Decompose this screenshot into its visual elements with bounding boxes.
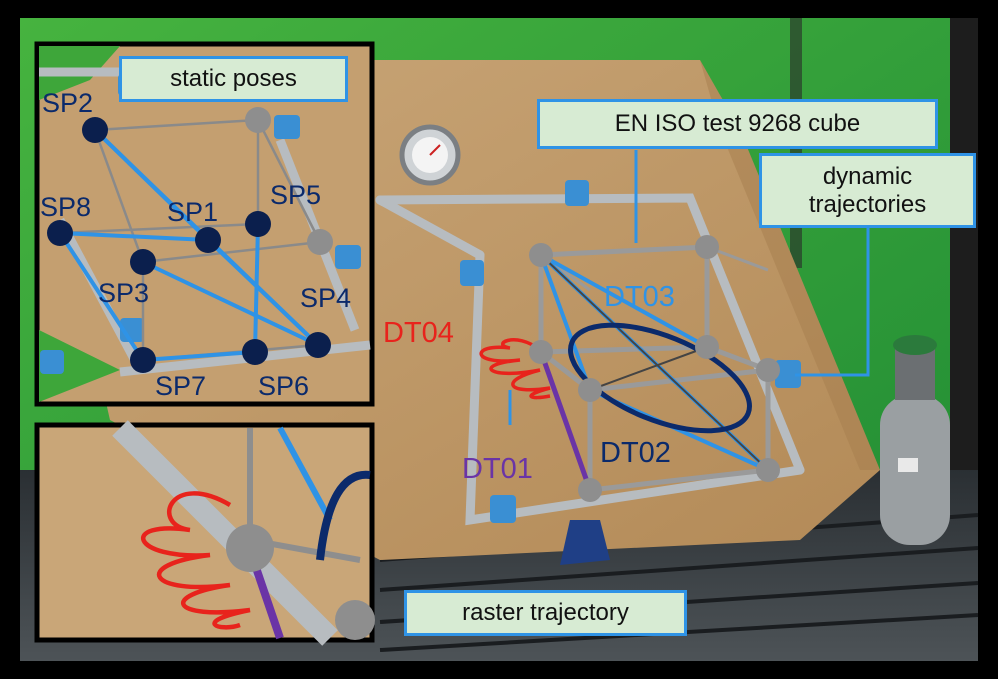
dt03-label: DT03: [604, 281, 675, 313]
sp3-label: SP3: [98, 278, 149, 308]
cube-diagonals: [540, 254, 769, 471]
mount-stand: [560, 520, 610, 565]
sp4-label: SP4: [300, 283, 351, 313]
dt04-label: DT04: [383, 317, 454, 349]
sp2-label: SP2: [42, 88, 93, 118]
static-pose-dots: [47, 117, 331, 373]
dynamic-text-line1: dynamic: [822, 162, 913, 190]
callout-leaders: [508, 150, 870, 425]
dt02-ellipse: [568, 322, 752, 434]
cube-callout: EN ISO test 9268 cube: [537, 99, 938, 149]
raster-trajectory-callout: raster trajectory: [404, 590, 687, 636]
sp8-label: SP8: [40, 192, 91, 222]
static-poses-inset: SP2 SP8 SP1 SP5 SP3 SP4 SP7 SP6: [34, 41, 375, 407]
cube-vertices: [529, 235, 780, 502]
raster-zoom-inset: [34, 420, 375, 646]
sp7-label: SP7: [155, 371, 206, 401]
sp6-label: SP6: [258, 371, 309, 401]
board-edge: [700, 60, 880, 470]
static-poses-callout: static poses: [119, 56, 348, 102]
gas-cylinder: [880, 335, 950, 545]
dt04-raster: [479, 338, 551, 400]
pressure-gauge: [399, 124, 461, 186]
cube-callout-text: EN ISO test 9268 cube: [614, 110, 861, 138]
dt01-label: DT01: [462, 453, 533, 485]
dt02-label: DT02: [600, 437, 671, 469]
sp1-label: SP1: [167, 197, 218, 227]
static-poses-text: static poses: [170, 65, 297, 93]
dynamic-trajectories-callout: dynamic trajectories: [759, 153, 976, 228]
sp5-label: SP5: [270, 180, 321, 210]
clamp-blocks: [460, 180, 801, 523]
dt01-line: [538, 351, 593, 491]
dynamic-text-line2: trajectories: [808, 190, 927, 218]
raster-trajectory-text: raster trajectory: [462, 599, 629, 627]
